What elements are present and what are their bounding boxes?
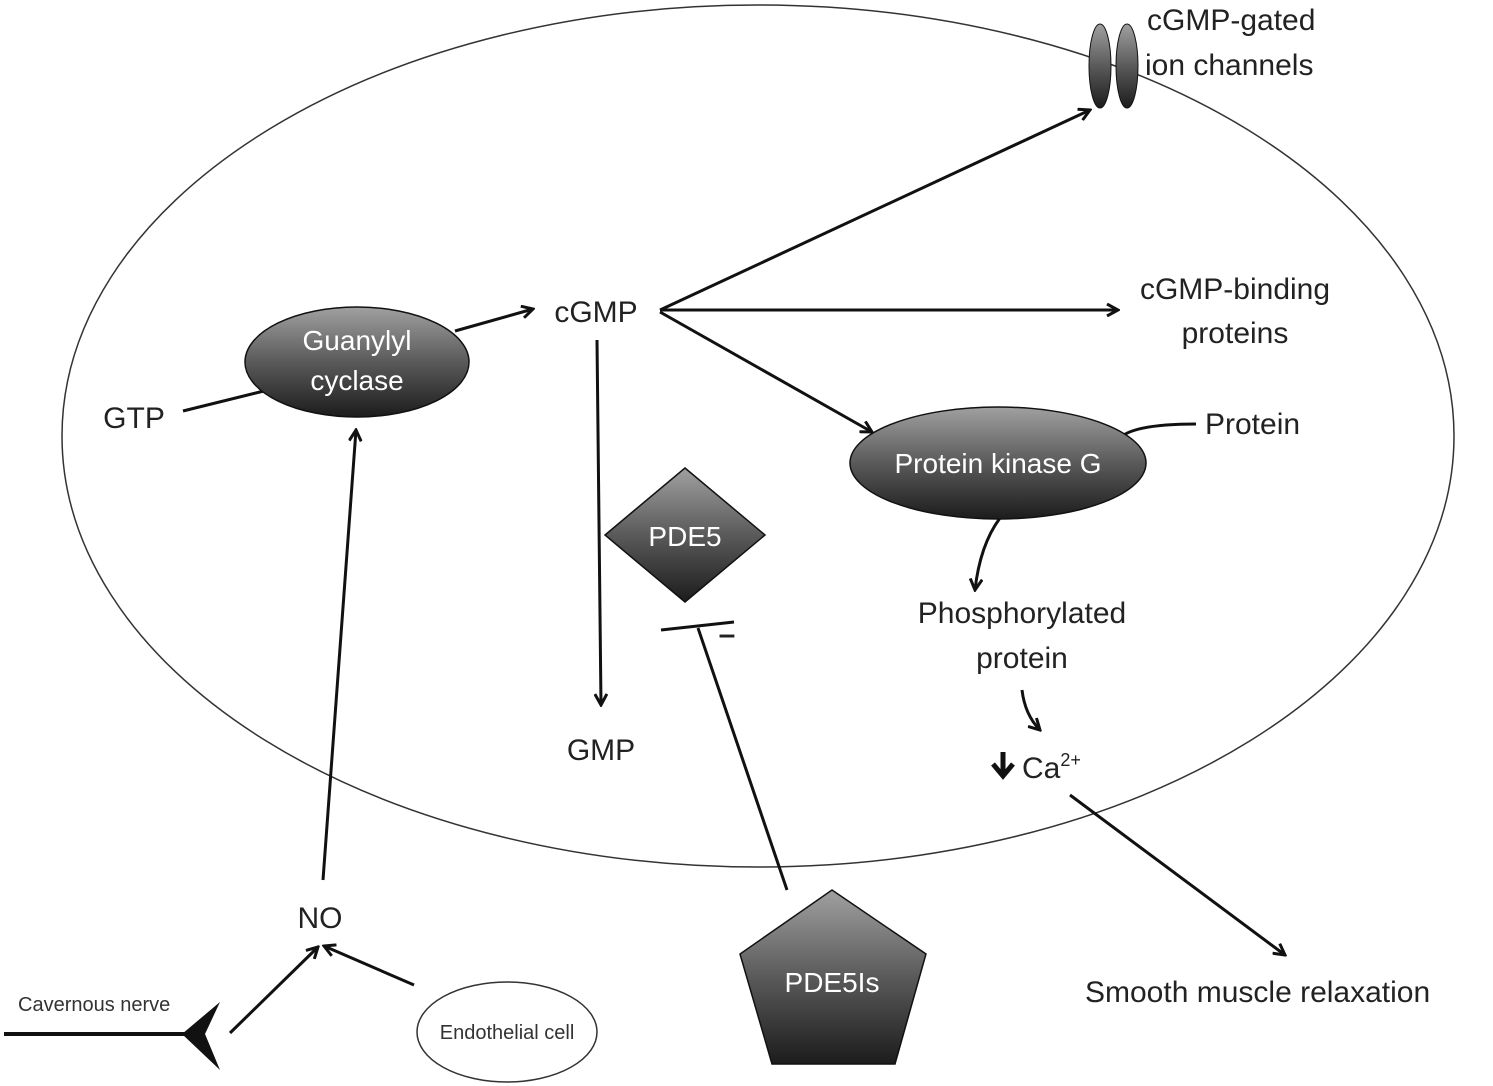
endothelial-cell-node — [416, 981, 598, 1083]
endothelial-to-no-arrow — [324, 946, 415, 987]
guanylyl-label-1: Guanylyl — [303, 325, 412, 356]
phosphorylated-to-ca-arrow — [1020, 689, 1040, 730]
pkg-to-phosphorylated-arrow — [975, 517, 1002, 590]
ion-channel-icon — [1115, 23, 1139, 109]
guanylyl-cyclase-node — [244, 306, 470, 418]
ca-label: Ca2+ — [1022, 750, 1081, 785]
pde5is-inhibition-line — [696, 627, 789, 891]
protein-label: Protein — [1205, 408, 1300, 441]
ion-channels-label-1: cGMP-gated — [1147, 4, 1315, 37]
smooth-muscle-cell-membrane — [61, 4, 1455, 868]
phosphorylated-label-1: Phosphorylated — [918, 597, 1126, 630]
gtp-to-cyclase-line — [182, 388, 269, 413]
cgmp-to-gmp-arrow — [597, 339, 601, 705]
pkg-label: Protein kinase G — [895, 448, 1102, 479]
pde5-label: PDE5 — [648, 521, 721, 552]
pde5is-label: PDE5Is — [785, 967, 880, 998]
guanylyl-label-2: cyclase — [310, 365, 403, 396]
inhibition-bar — [660, 620, 735, 632]
cavernous-nerve-label: Cavernous nerve — [18, 994, 170, 1016]
endothelial-label: Endothelial cell — [440, 1022, 575, 1044]
no-to-cyclase-arrow — [321, 430, 356, 881]
gtp-label: GTP — [103, 402, 165, 435]
inhibition-minus-sign: – — [719, 618, 736, 651]
cyclase-to-cgmp-arrow — [454, 309, 533, 333]
decrease-arrow-icon — [991, 752, 1015, 780]
nerve-terminal-icon — [182, 1002, 220, 1070]
phosphorylated-label-2: protein — [976, 642, 1068, 675]
binding-label-1: cGMP-binding — [1140, 273, 1330, 306]
binding-label-2: proteins — [1182, 317, 1289, 350]
cgmp-to-pkg-arrow — [659, 310, 872, 432]
ion-channel-icon — [1088, 23, 1112, 109]
cgmp-label: cGMP — [554, 296, 637, 329]
nerve-to-no-arrow — [228, 947, 318, 1035]
ca-to-relaxation-arrow — [1069, 793, 1285, 955]
protein-kinase-g-node — [849, 406, 1147, 520]
pde5-node — [603, 467, 767, 603]
smooth-muscle-relaxation-label: Smooth muscle relaxation — [1085, 976, 1430, 1009]
cgmp-to-ion-channels-arrow — [659, 110, 1090, 312]
no-label: NO — [298, 902, 343, 935]
pde5is-node — [739, 889, 927, 1065]
gmp-label: GMP — [567, 734, 635, 767]
ion-channels-label-2: ion channels — [1145, 49, 1313, 82]
